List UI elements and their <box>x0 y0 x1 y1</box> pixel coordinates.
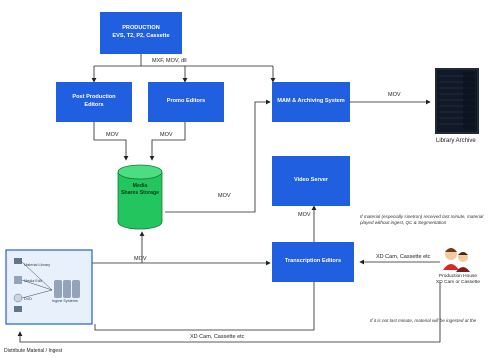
edge-label-mov-library: MOV <box>388 92 401 98</box>
transcription-editors-box: Transcription Editors <box>272 242 354 282</box>
edge-label-mxf: MXF, MOV, dll <box>152 58 187 64</box>
edge-label-mov-mam: MOV <box>218 193 231 199</box>
video-server-label: Video Server <box>293 177 329 184</box>
dist-item-3: Ingest Systems <box>52 299 78 303</box>
mam-label: MAM & Archiving System <box>277 98 345 105</box>
edge-label-mov-post: MOV <box>106 132 119 138</box>
storage-line1: Media <box>132 183 148 189</box>
edge-label-mov-promo: MOV <box>160 132 173 138</box>
library-archive-label: Library Archive <box>436 138 476 144</box>
post-production-line1: Post Production <box>72 94 116 101</box>
storage-label: Media Shares Storage <box>118 183 162 197</box>
promo-editors-label: Promo Editors <box>166 98 206 105</box>
production-title: PRODUCTION <box>122 25 160 32</box>
production-subtitle: EVS, T2, P2, Cassette <box>112 33 170 39</box>
storage-cylinder <box>117 164 163 230</box>
dist-item-0: Material Library <box>24 263 51 267</box>
production-box: PRODUCTION EVS, T2, P2, Cassette <box>100 12 182 54</box>
video-server-box: Video Server <box>272 156 350 206</box>
edge-label-mov-video: MOV <box>298 212 311 218</box>
edge-storage-mam <box>165 99 271 213</box>
post-production-box: Post Production Editors <box>56 82 132 122</box>
mam-box: MAM & Archiving System <box>272 82 350 122</box>
production-house-label: Production House XD Cam or Cassette <box>426 274 490 286</box>
edge-house-bottom <box>17 282 441 343</box>
distribution-panel <box>5 249 93 325</box>
transcription-label: Transcription Editors <box>284 258 342 265</box>
edge-promo-storage <box>149 122 186 161</box>
edge-label-xd-cam-bottom: XD Cam, Cassette etc <box>190 334 245 340</box>
post-production-line2: Editors <box>84 102 104 108</box>
dist-item-2: DVD <box>24 297 33 301</box>
edge-transcription-dist <box>94 282 315 331</box>
promo-editors-box: Promo Editors <box>148 82 224 122</box>
edge-post-storage <box>93 122 129 161</box>
production-house-line2: XD Cam or Cassette <box>436 280 480 286</box>
note-not-last-minute: If it is not last minute, material will … <box>370 318 477 323</box>
edge-label-mov-dist: MOV <box>134 256 147 262</box>
storage-line2: Shares Storage <box>120 189 160 196</box>
distribution-label: Distribute Material / Ingest <box>4 348 63 354</box>
server-rack-icon <box>435 68 479 134</box>
production-house-line1: Production House <box>438 274 478 279</box>
dist-item-1: Media Edit <box>24 279 42 283</box>
edge-label-xd-cam-house: XD Cam, Cassette etc <box>376 254 431 260</box>
people-icon <box>443 248 470 272</box>
note-last-minute: If material (especially sinetron) receiv… <box>360 214 484 225</box>
